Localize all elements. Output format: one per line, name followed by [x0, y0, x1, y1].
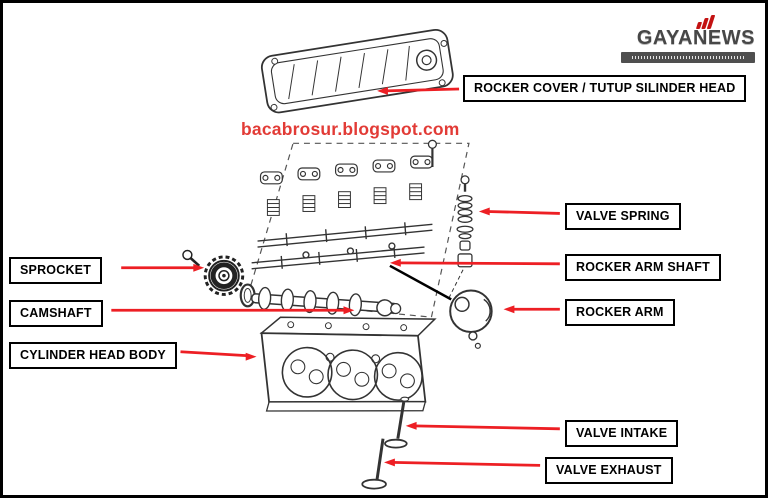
logo-title: GAYANEWS	[636, 27, 755, 49]
label-cylinder-head-body: CYLINDER HEAD BODY	[9, 342, 177, 369]
cylinder-head-body-drawing	[259, 316, 437, 412]
label-valve-intake: VALVE INTAKE	[565, 420, 679, 447]
label-camshaft: CAMSHAFT	[9, 300, 103, 327]
camshaft-drawing	[251, 286, 402, 317]
rocker-arm-shafts-drawing	[251, 222, 433, 270]
rocker-arm-pointer-line	[389, 264, 452, 301]
rocker-arms-row-drawing	[259, 155, 434, 185]
label-rocker-arm: ROCKER ARM	[565, 299, 675, 326]
label-valve-exhaust: VALVE EXHAUST	[545, 457, 673, 484]
bolt-drawing	[427, 139, 438, 167]
valve-intake-drawing	[384, 396, 410, 449]
label-rocker-arm-shaft: ROCKER ARM SHAFT	[565, 254, 721, 281]
leader-lines	[111, 86, 560, 467]
rocker-cover-drawing	[260, 29, 454, 114]
valve-spring-drawing	[448, 175, 474, 298]
label-rocker-cover: ROCKER COVER / TUTUP SILINDER HEAD	[463, 75, 747, 102]
watermark-text: bacabrosur.blogspot.com	[241, 119, 460, 139]
camshaft-seal-drawing	[239, 283, 256, 308]
label-valve-spring: VALVE SPRING	[565, 203, 681, 230]
springs-row-drawing	[266, 183, 423, 216]
gayanews-logo: GAYANEWS	[621, 11, 755, 63]
logo-accent-marks-icon	[621, 11, 755, 29]
sprocket-drawing	[182, 249, 245, 296]
valve-exhaust-drawing	[361, 438, 387, 490]
rocker-arm-drawing	[449, 289, 493, 349]
logo-tagline-bar	[621, 52, 755, 63]
dashed-region-outline	[245, 142, 470, 318]
label-sprocket: SPROCKET	[9, 257, 103, 284]
